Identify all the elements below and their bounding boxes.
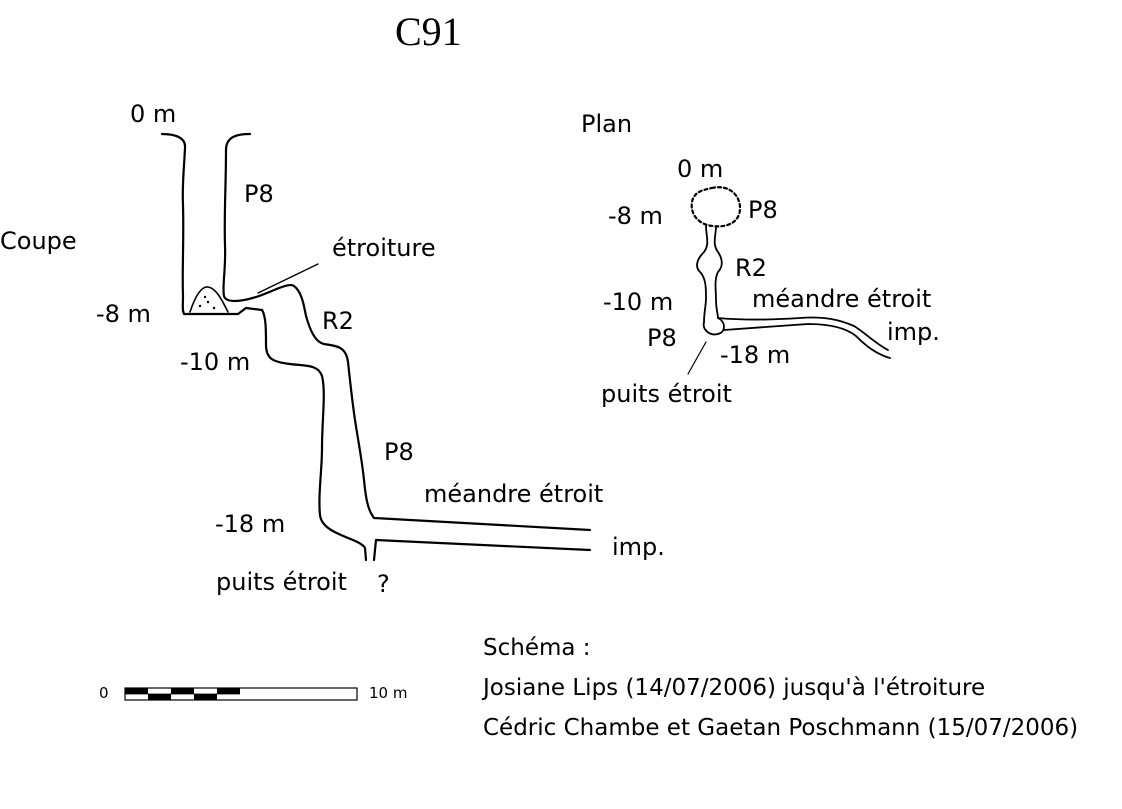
section-meander-label: méandre étroit: [424, 480, 604, 508]
section-debris-cone: [189, 286, 229, 313]
scale-bar: [124, 687, 358, 701]
plan-chamber: [702, 317, 725, 336]
plan-shaft-p8-lower: P8: [647, 324, 677, 352]
section-bottom-gallery: [372, 538, 592, 562]
plan-depth-8m: -8 m: [608, 202, 663, 230]
section-left-wall-upper: [160, 132, 264, 316]
plan-meander-label: méandre étroit: [752, 285, 932, 313]
section-depth-0m: 0 m: [130, 100, 177, 128]
section-profile: [160, 132, 592, 562]
section-debris-dots: [198, 295, 216, 310]
section-left-wall-lower: [260, 308, 368, 562]
section-impasse-label: imp.: [612, 533, 665, 561]
plan-link-left: [696, 225, 709, 323]
plan-depth-0m: 0 m: [677, 155, 724, 183]
plan-heading: Plan: [581, 110, 633, 138]
plan-meander-upper: [717, 316, 889, 351]
scale-start-label: 0: [99, 684, 109, 702]
plan-drawing: [687, 186, 891, 375]
plan-narrow-shaft-pointer: [687, 341, 707, 375]
plan-narrow-shaft-label: puits étroit: [601, 380, 732, 408]
plan-meander-lower: [723, 323, 891, 359]
section-shaft-r2: R2: [322, 307, 354, 335]
plan-entrance-outline: [690, 186, 742, 228]
plan-depth-18m: -18 m: [720, 341, 791, 369]
survey-title: C91: [395, 9, 462, 54]
section-depth-8m: -8 m: [96, 300, 151, 328]
section-squeeze-label: étroiture: [332, 234, 436, 262]
section-depth-18m: -18 m: [215, 510, 286, 538]
plan-impasse-label: imp.: [887, 318, 940, 346]
section-heading: Coupe: [0, 227, 77, 255]
credits-line-2: Cédric Chambe et Gaetan Poschmann (15/07…: [483, 715, 1079, 741]
plan-link-right: [713, 225, 723, 319]
scale-end-label: 10 m: [369, 684, 408, 702]
section-shaft-p8-lower: P8: [384, 438, 414, 466]
section-narrow-shaft-label: puits étroit: [216, 568, 347, 596]
section-right-wall-upper: [222, 132, 592, 532]
section-depth-10m: -10 m: [180, 348, 251, 376]
section-squeeze-pointer: [257, 263, 319, 294]
section-unknown-label: ?: [377, 570, 390, 598]
section-shaft-p8-upper: P8: [244, 180, 274, 208]
plan-depth-10m: -10 m: [603, 288, 674, 316]
plan-shaft-r2: R2: [735, 254, 767, 282]
credits-heading: Schéma :: [483, 635, 591, 661]
plan-shaft-p8-upper: P8: [748, 196, 778, 224]
credits-line-1: Josiane Lips (14/07/2006) jusqu'à l'étro…: [483, 675, 986, 701]
